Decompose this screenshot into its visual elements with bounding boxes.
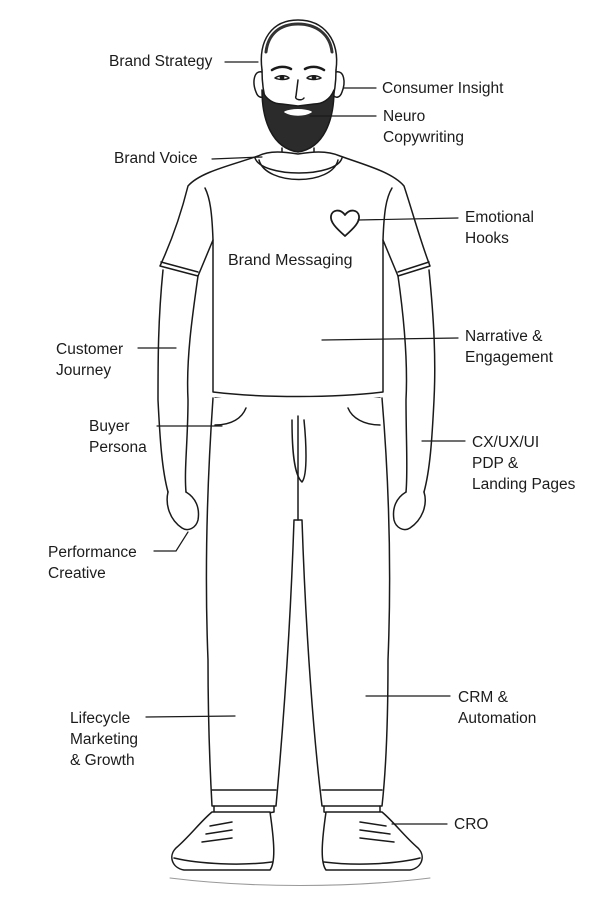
label-cro: CRO (454, 816, 489, 833)
label-lifecycle-marketing: Lifecycle Marketing & Growth (70, 710, 139, 769)
label-brand-strategy: Brand Strategy (109, 53, 213, 70)
leader-brand-voice (211, 156, 263, 160)
label-brand-voice: Brand Voice (114, 150, 198, 167)
leader-performance-creative (153, 531, 189, 552)
label-crm-automation: CRM & Automation (458, 689, 537, 727)
beard-icon (261, 89, 335, 153)
leader-lifecycle (145, 715, 236, 718)
heart-icon (330, 209, 360, 237)
label-consumer-insight: Consumer Insight (382, 80, 504, 97)
head (253, 19, 345, 126)
shirt-text-brand-messaging: Brand Messaging (228, 252, 353, 269)
arms (157, 269, 436, 531)
jeans (205, 397, 391, 815)
label-emotional-hooks: Emotional Hooks (465, 209, 534, 247)
label-cx-ux-ui: CX/UX/UI PDP & Landing Pages (472, 434, 576, 493)
leader-narrative-engagement (321, 337, 459, 341)
t-shirt (159, 151, 431, 398)
sneaker-icon (169, 811, 431, 886)
label-performance-creative: Performance Creative (48, 544, 137, 582)
leader-emotional-hooks (357, 217, 459, 221)
label-customer-journey: Customer Journey (56, 341, 124, 379)
callout-lines (137, 61, 466, 825)
label-narrative-engagement: Narrative & Engagement (465, 328, 553, 366)
label-neuro-copywriting: Neuro Copywriting (383, 108, 464, 146)
label-buyer-persona: Buyer Persona (89, 418, 147, 456)
